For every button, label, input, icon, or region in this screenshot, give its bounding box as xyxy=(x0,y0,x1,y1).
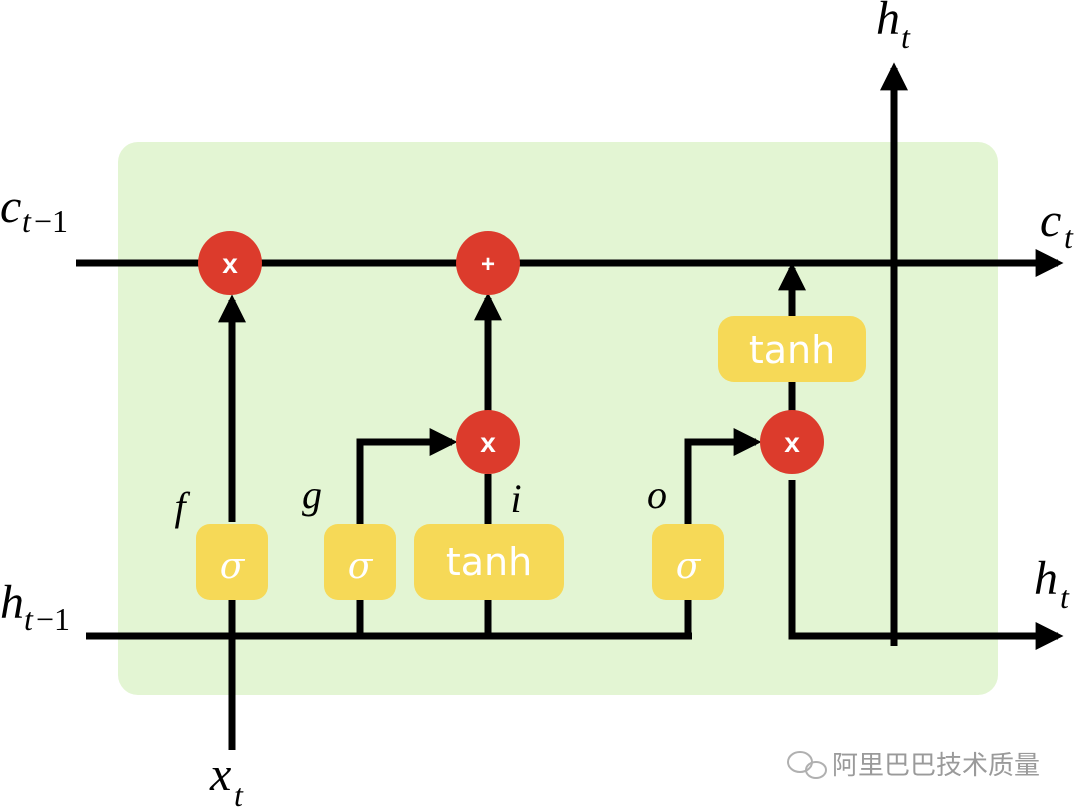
forget-mult-symbol: x xyxy=(222,248,238,279)
c-prev-main: c xyxy=(0,180,21,233)
h-prev-label: h t −1 xyxy=(0,576,70,637)
o-gate-line xyxy=(684,428,762,524)
forget-gate: σ xyxy=(196,524,268,600)
x-input-label: x t xyxy=(209,748,244,810)
wechat-icon xyxy=(787,751,827,779)
input-gate-label: i xyxy=(510,476,521,521)
c-prev-sub-minus: −1 xyxy=(34,203,68,239)
g-gate-label: g xyxy=(302,472,322,517)
h-output-right-label: h t xyxy=(1034,552,1070,615)
c-output-main: c xyxy=(1040,194,1061,247)
x-input-main: x xyxy=(209,748,231,801)
h-output-right-main: h xyxy=(1034,552,1058,605)
h-output-top-main: h xyxy=(876,0,900,45)
output-mult-op: x xyxy=(760,410,824,474)
g-gate: σ xyxy=(324,524,396,600)
c-prev-label: c t −1 xyxy=(0,180,68,239)
cell-add-op: + xyxy=(456,231,520,295)
g-gate-line xyxy=(356,428,458,524)
cell-tanh-gate: tanh xyxy=(718,316,866,382)
input-tanh-gate: tanh xyxy=(414,524,564,600)
h-output-top-label: h t xyxy=(876,0,911,55)
h-prev-sub-minus: −1 xyxy=(36,601,70,637)
watermark-text: 阿里巴巴技术质量 xyxy=(832,751,1040,781)
input-mult-symbol: x xyxy=(480,427,496,458)
hidden-output-line xyxy=(788,480,1064,650)
output-gate: σ xyxy=(652,524,724,600)
h-output-right-sub: t xyxy=(1060,579,1070,615)
lstm-cell-background xyxy=(118,142,998,695)
input-tanh-symbol: tanh xyxy=(446,540,532,584)
g-gate-symbol: σ xyxy=(348,546,374,587)
forget-mult-op: x xyxy=(198,231,262,295)
c-output-label: c t xyxy=(1040,194,1074,255)
h-output-top-sub: t xyxy=(901,19,911,55)
x-input-sub: t xyxy=(234,777,244,810)
c-prev-sub: t xyxy=(22,203,32,239)
watermark: 阿里巴巴技术质量 xyxy=(787,751,1040,781)
output-mult-symbol: x xyxy=(784,427,800,458)
h-prev-main: h xyxy=(0,576,24,629)
output-gate-label: o xyxy=(647,472,667,517)
input-mult-op: x xyxy=(456,410,520,474)
forget-gate-symbol: σ xyxy=(220,546,246,587)
c-output-sub: t xyxy=(1064,219,1074,255)
connection-lines xyxy=(76,62,1064,750)
output-gate-symbol: σ xyxy=(676,546,702,587)
cell-add-symbol: + xyxy=(481,251,495,278)
h-prev-sub: t xyxy=(24,601,34,637)
cell-tanh-symbol: tanh xyxy=(749,328,835,372)
